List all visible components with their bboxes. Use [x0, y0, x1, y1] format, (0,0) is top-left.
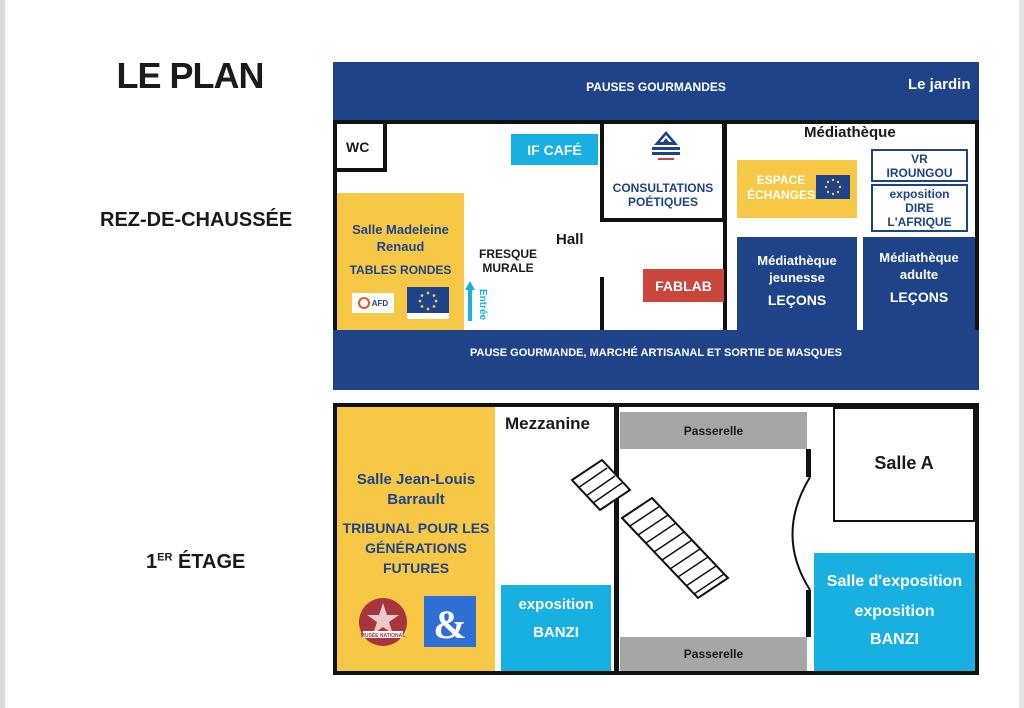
entry-arrow-icon	[465, 281, 475, 321]
salle-madeleine-label: Salle Madeleine Renaud	[352, 222, 449, 254]
wc-room	[333, 120, 387, 172]
consultations-label: CONSULTATIONS POÉTIQUES	[612, 181, 714, 209]
ground-floor-label: REZ-DE-CHAUSSÉE	[100, 209, 293, 231]
salle-exposition-room	[814, 553, 975, 671]
jardin-label: Le jardin	[908, 76, 971, 93]
vr-irougou-room: VR IROUNGOU	[871, 149, 968, 182]
mediatheque-jeunesse-room	[737, 237, 857, 330]
if-cafe-room: IF CAFÉ	[511, 134, 598, 165]
expo-dire-afrique-room: exposition DIRE L'AFRIQUE	[871, 184, 968, 232]
eu-flag-icon	[816, 175, 850, 199]
exposition-banzi-title: BANZI	[533, 624, 579, 641]
left-edge	[0, 0, 5, 708]
exposition-banzi-room	[501, 585, 611, 671]
pauses-gourmandes-label: PAUSES GOURMANDES	[586, 80, 726, 94]
salle-exposition-sub: exposition	[854, 603, 935, 620]
top-band	[333, 62, 979, 120]
mezzanine-label: Mezzanine	[505, 414, 591, 433]
passerelle-bottom: Passerelle	[620, 637, 807, 671]
mediatheque-adulte-label: Médiathèque adulte	[879, 250, 959, 282]
mediatheque-adulte-room	[863, 237, 975, 330]
tribunal-label: TRIBUNAL POUR LES GÉNÉRATIONS FUTURES	[342, 520, 490, 576]
entree-label: Entrée	[477, 288, 489, 320]
musee-logo: MUSÉE NATIONAL	[357, 597, 409, 647]
espace-echanges-label: ESPACE ÉCHANGES	[746, 173, 815, 202]
fablab-room: FABLAB	[643, 269, 724, 302]
wall-void-right-upper	[806, 449, 811, 477]
salle-a-room	[833, 407, 975, 522]
eu-flag-icon	[407, 287, 449, 319]
svg-text:&: &	[433, 602, 466, 647]
wall-left	[333, 120, 337, 330]
fresque-murale-label: FRESQUE MURALE	[478, 247, 537, 275]
first-floor-label: 1ER ÉTAGE	[146, 551, 246, 573]
exposition-banzi-label: exposition	[518, 596, 594, 613]
wall-mediatheque	[723, 120, 727, 330]
wall-right	[975, 120, 979, 330]
right-edge	[1019, 0, 1024, 708]
salle-exposition-banzi: BANZI	[870, 631, 919, 648]
staircase	[570, 458, 811, 600]
entree-label-box: Entrée	[476, 286, 490, 322]
ampersand-logo: &	[424, 596, 476, 647]
wall-void-left	[614, 407, 619, 671]
salle-exposition-label: Salle d'exposition	[826, 573, 963, 590]
wall-void-right-lower	[806, 590, 811, 637]
svg-text:MUSÉE NATIONAL: MUSÉE NATIONAL	[361, 631, 406, 639]
mediatheque-adulte-sub: LEÇONS	[889, 289, 949, 305]
tables-rondes-label: TABLES RONDES	[349, 263, 452, 277]
mediatheque-label: Médiathèque	[804, 124, 896, 141]
wall-hall	[600, 277, 604, 330]
page-title: LE PLAN	[116, 55, 264, 96]
passerelle-top: Passerelle	[620, 412, 807, 449]
hall-label: Hall	[556, 231, 584, 248]
bottom-band	[333, 330, 979, 390]
campus-france-logo	[646, 129, 686, 167]
wc-label: WC	[346, 139, 370, 155]
mediatheque-jeunesse-sub: LEÇONS	[767, 292, 827, 308]
mediatheque-jeunesse-label: Médiathèque jeunesse	[757, 253, 837, 285]
afd-logo: AFD	[352, 293, 394, 313]
salle-a-label: Salle A	[874, 453, 934, 473]
pause-gourmande-label: PAUSE GOURMANDE, MARCHÉ ARTISANAL ET SOR…	[470, 347, 842, 359]
salle-jean-louis-label: Salle Jean-Louis Barrault	[356, 471, 476, 508]
